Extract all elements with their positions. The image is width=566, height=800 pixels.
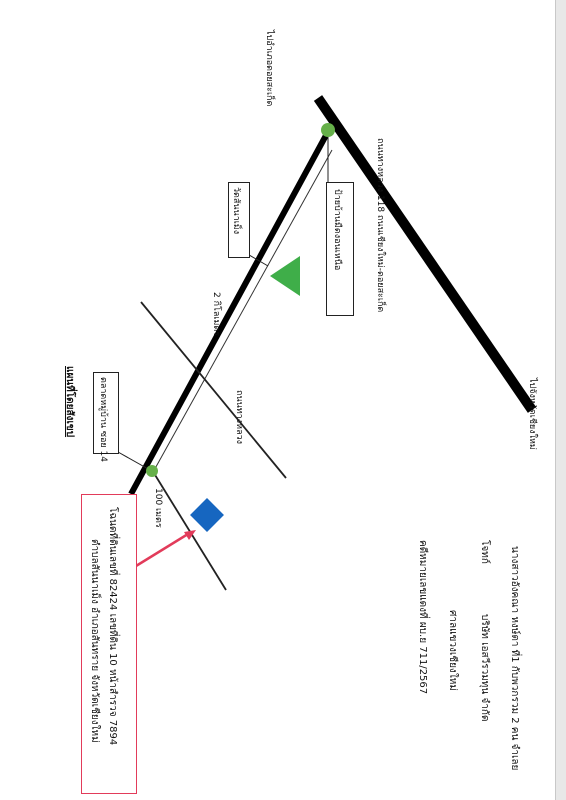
cross-road-label: ถนนทางหลวง [234, 390, 244, 445]
wat-label-box: วัดสันนาเม็ง [228, 182, 250, 258]
main-highway-road [313, 95, 537, 413]
doi-saket-junction-marker [321, 123, 335, 137]
land-deed-line2: ตำบลสันนาเม็ง อำเภอสันทราย จังหวัดเชียงใ… [89, 539, 100, 743]
sign-label: ป้ายบ้านมืดงอนเหนือ [332, 189, 342, 271]
case-number: คดีหมายเลขแดงที่ ผบ.ย 711/2567 [417, 540, 428, 695]
branch-road [151, 469, 227, 591]
toward-chiang-mai-label: ไปจังหวัดเชียงใหม่ [527, 378, 537, 450]
parallel-thin-line [151, 149, 333, 475]
wat-label: วัดสันนาเม็ง [231, 187, 241, 235]
land-pointer-arrowhead [184, 530, 196, 540]
scan-edge [556, 0, 566, 800]
court-name: ศาลแขวงเชียงใหม่ [447, 610, 458, 691]
plaintiff-role: โจทก์ [479, 540, 490, 564]
scan-edge-line [555, 0, 556, 800]
distance-100m-label: 100 เมตร [153, 488, 163, 528]
soi-label-box: ตลาดหมู่บ้าน ซอย 14 [93, 372, 119, 462]
plaintiff-name: บริษัท เอสวีรวมทุน จำกัด [479, 614, 490, 722]
toward-doi-saket-label: ไปอำเภอดอยสะเก็ด [264, 30, 274, 107]
soi-leader-line [117, 451, 151, 471]
sign-label-box: ป้ายบ้านมืดงอนเหนือ [326, 182, 354, 316]
map-title: แผนที่โดยสังเขป [64, 366, 75, 438]
wat-triangle-marker [270, 256, 300, 296]
land-pointer-line [135, 532, 189, 568]
route-to-land-road [128, 126, 333, 496]
land-deed-box: โฉนดที่ดินเลขที่ 82424 เลขที่ดิน 10 หน้า… [81, 494, 137, 794]
defendants-line: นางสาวอังคณา หงษ์ตา ที่1 กับพวกรวม 2 คน … [509, 546, 520, 771]
main-road-label: ถนนทางหลวง 118 ถนนเชียงใหม่-ดอยสะเก็ด [375, 138, 385, 313]
soi-label: ตลาดหมู่บ้าน ซอย 14 [98, 377, 108, 463]
cross-road [140, 301, 287, 479]
land-deed-line1: โฉนดที่ดินเลขที่ 82424 เลขที่ดิน 10 หน้า… [107, 507, 118, 746]
soi-junction-marker [146, 465, 158, 477]
distance-2km-label: 2 กิโลเมตร [211, 292, 221, 337]
land-plot-marker [190, 498, 224, 532]
